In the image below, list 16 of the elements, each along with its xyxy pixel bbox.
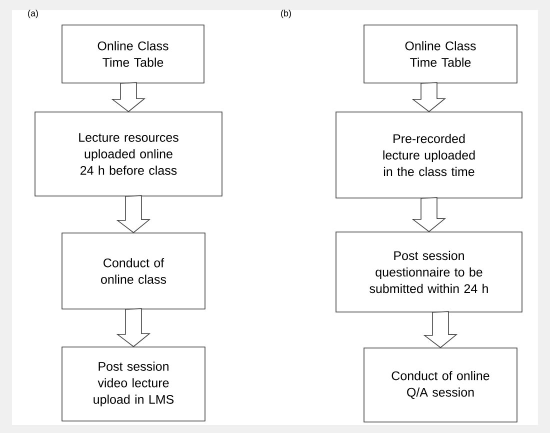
process-box: Post session video lecture upload in LMS (62, 346, 206, 422)
process-box: Pre-recorded lecture uploaded in the class time (336, 112, 522, 198)
panel-label: (b) (281, 10, 291, 18)
block-arrow (423, 311, 458, 348)
process-box: Online Class Time Table (62, 24, 204, 84)
process-box: Conduct of online class (62, 232, 206, 310)
block-arrow (116, 195, 151, 234)
panel-label: (a) (28, 10, 38, 18)
block-arrow (412, 197, 446, 232)
block-arrow (116, 308, 151, 348)
block-arrow (111, 82, 146, 112)
process-box: Lecture resources uploaded online 24 h before class (34, 112, 222, 196)
block-arrow (412, 82, 446, 112)
process-box: Conduct of online Q/A session (364, 348, 518, 422)
process-box: Online Class Time Table (364, 24, 518, 84)
process-box: Post session questionnaire to be submitted within 24 h (336, 232, 522, 312)
